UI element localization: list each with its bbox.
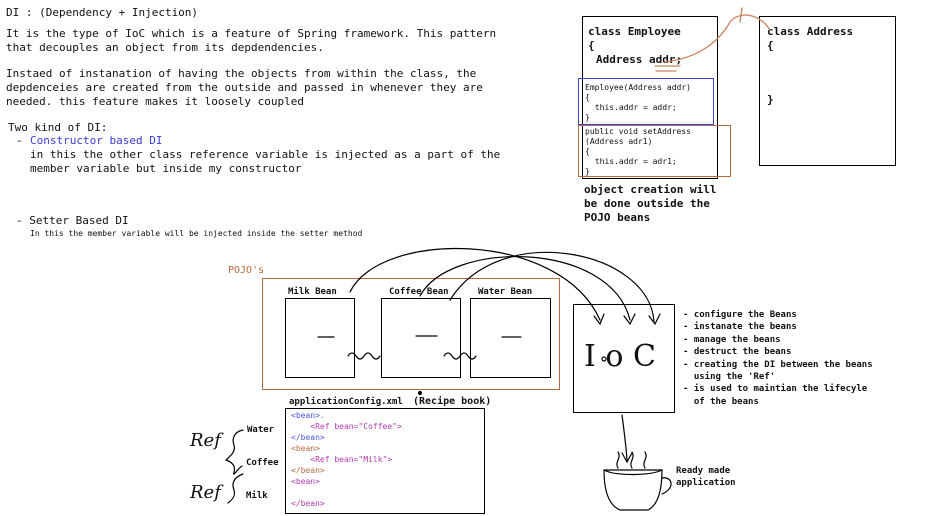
water-bean-box — [470, 298, 551, 378]
coffee-cup-icon — [603, 451, 672, 511]
employee-address-field: Address addr; — [596, 53, 683, 66]
address-class-title: class Address — [767, 25, 854, 38]
ioc-symbol: I o C — [584, 339, 656, 374]
coffee-bean-box — [381, 298, 461, 378]
config-code-line: <bean> — [291, 444, 320, 453]
address-close-brace: } — [767, 93, 774, 106]
object-creation-note: object creation will — [584, 183, 717, 196]
page-title: DI : (Dependency + Injection) — [6, 6, 199, 19]
app-label: Ready made — [676, 466, 731, 476]
address-reference-tick — [739, 7, 743, 23]
intro-line: depdenceies are created from the outside… — [6, 81, 483, 94]
ioc-duty-item: - manage the beans — [683, 334, 781, 345]
bullet-dash: - — [16, 134, 23, 147]
milk-ref-label: Milk — [246, 491, 268, 501]
coffee-ref-label: Coffee — [246, 458, 279, 468]
milk-bean-label: Milk Bean — [288, 287, 337, 297]
ioc-duty-item: - is used to maintian the lifecyle — [683, 384, 868, 395]
config-code-line: <Ref bean="Coffee"> — [291, 422, 402, 431]
water-bean-label: Water Bean — [478, 287, 533, 297]
employee-class-box — [582, 16, 718, 179]
object-creation-note: be done outside the — [584, 197, 710, 210]
constructor-di-label: Constructor based DI — [30, 134, 163, 147]
address-class-box — [759, 16, 896, 166]
intro-line: Instaed of instanation of having the obj… — [6, 67, 477, 80]
constructor-di-desc: in this the other class reference variab… — [30, 148, 501, 161]
app-label: application — [676, 478, 736, 488]
config-code-line: <bean>. — [291, 411, 325, 420]
constructor-di-desc: member variable but inside my constructo… — [30, 162, 302, 175]
pojo-container — [262, 278, 560, 390]
constructor-code: } — [585, 113, 590, 122]
water-ref-label: Water — [247, 425, 275, 435]
ioc-duty-item: - instanate the beans — [683, 322, 797, 333]
ref-brace-1 — [224, 429, 244, 475]
ref-handwritten-2: Ref — [190, 482, 221, 503]
config-code-line: </bean> — [291, 499, 325, 508]
coffee-bean-label: Coffee Bean — [389, 287, 449, 297]
intro-line: needed. this feature makes it loosely co… — [6, 95, 305, 108]
ioc-duty-item: using the 'Ref' — [683, 372, 776, 382]
ioc-duty-item: - creating the DI between the beans — [683, 359, 873, 370]
employee-class-title: class Employee — [588, 25, 681, 38]
di-kinds-title: Two kind of DI: — [8, 121, 108, 134]
constructor-code: this.addr = addr; — [590, 103, 677, 112]
milk-bean-box — [285, 298, 355, 378]
constructor-box — [578, 78, 714, 125]
setter-box — [578, 125, 731, 177]
setter-code: { — [585, 147, 590, 156]
setter-di-label: - Setter Based DI — [16, 214, 129, 227]
ref-handwritten-1: Ref — [190, 430, 221, 451]
ioc-duty-item: - configure the Beans — [683, 310, 797, 320]
coffee-water-squiggle — [443, 352, 477, 360]
milk-coffee-squiggle — [347, 352, 381, 360]
employee-open-brace: { — [588, 39, 595, 52]
water-to-ioc-arrow — [449, 251, 655, 323]
config-code-line: </bean> — [291, 466, 325, 475]
config-code-line: </bean> — [291, 433, 325, 442]
config-code-line: <bean> — [291, 477, 320, 486]
ioc-duty-item: - destruct the beans — [683, 347, 792, 358]
config-code-line: <Ref bean="Milk"> — [291, 455, 393, 464]
pojo-label: POJO's — [228, 265, 265, 276]
setter-di-desc: In this the member variable will be inje… — [30, 229, 363, 238]
config-code-box — [285, 408, 485, 514]
constructor-code: Employee(Address addr) — [585, 83, 691, 92]
setter-code: public void setAddress — [585, 127, 691, 136]
object-creation-note: POJO beans — [584, 211, 651, 224]
setter-code: } — [585, 167, 590, 176]
ref-brace-2 — [227, 473, 244, 504]
coffee-to-ioc-arrow — [419, 256, 631, 321]
intro-line: that decouples an object from its depden… — [6, 41, 324, 54]
setter-code: (Address adr1) — [585, 137, 653, 146]
address-open-brace: { — [767, 39, 774, 52]
ioc-duty-item: of the beans — [683, 396, 759, 407]
setter-code: this.addr = adr1; — [590, 157, 677, 166]
ioc-to-app-arrow — [621, 414, 628, 461]
address-reference-curve — [664, 14, 771, 63]
address-underline — [654, 65, 681, 72]
config-subtitle: (Recipe book) — [413, 396, 492, 407]
constructor-code: { — [585, 93, 590, 102]
milk-to-ioc-arrow — [349, 248, 601, 321]
config-filename: applicationConfig.xml — [289, 397, 403, 407]
intro-line: It is the type of IoC which is a feature… — [6, 27, 497, 40]
